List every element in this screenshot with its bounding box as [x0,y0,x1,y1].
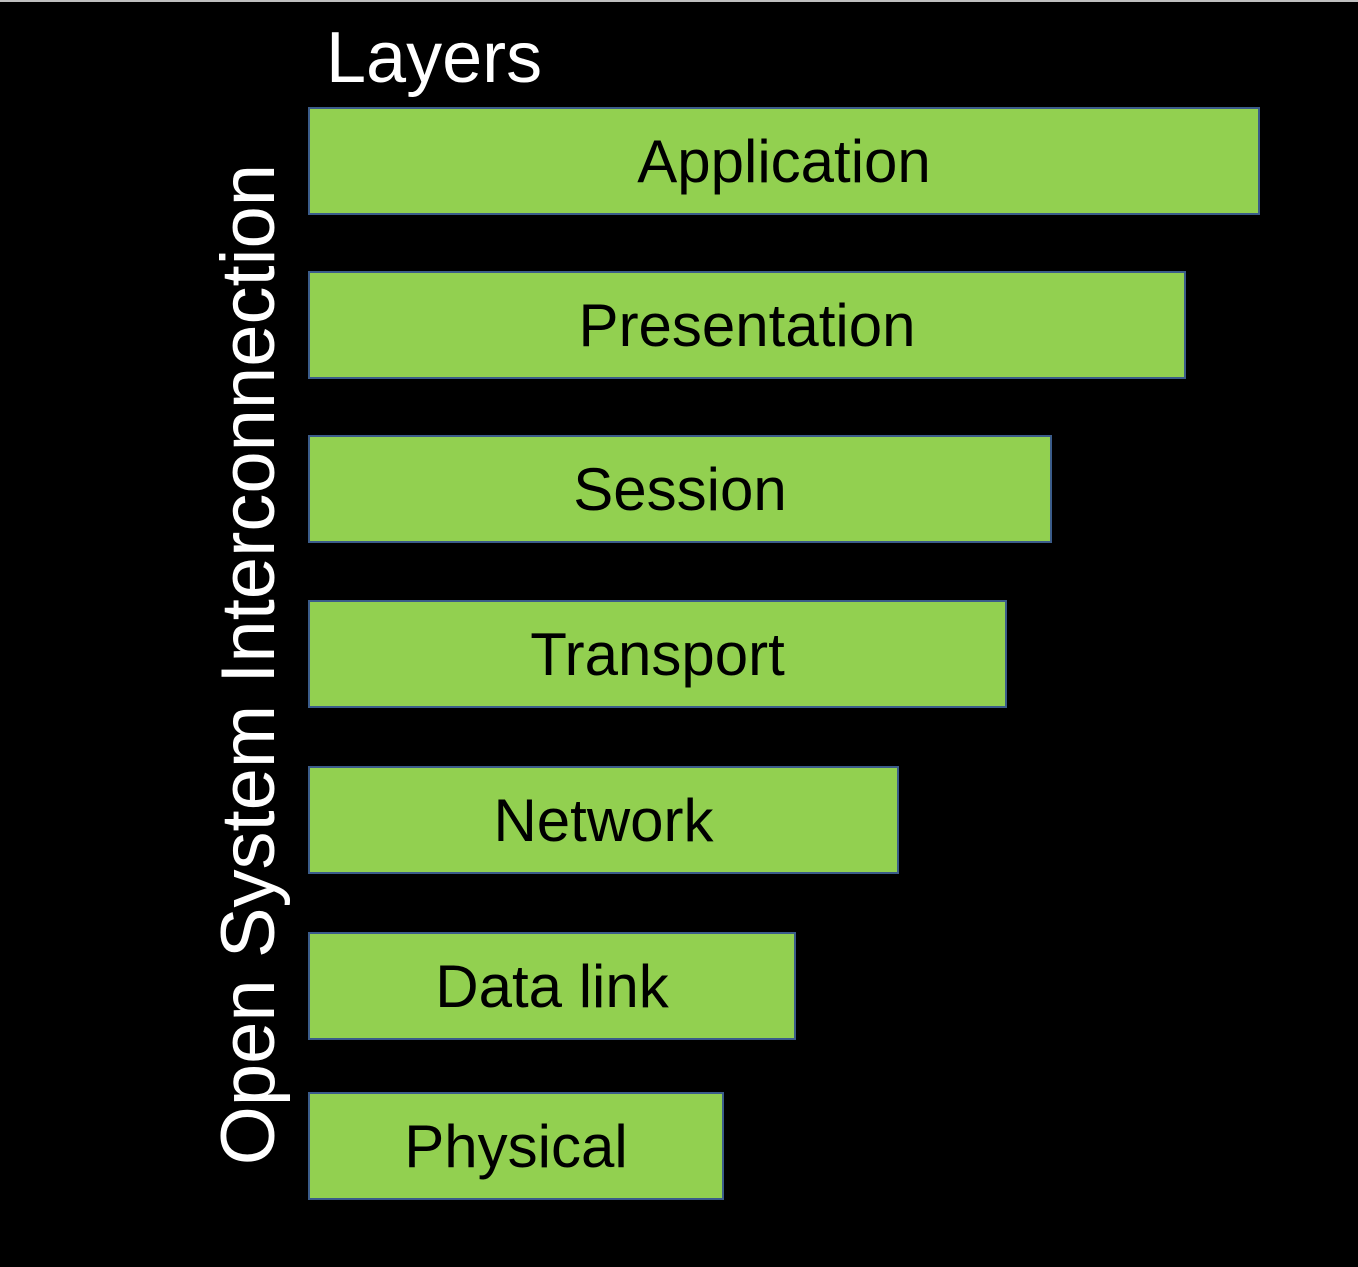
layer-bar-data-link: Data link [308,932,796,1040]
layer-label: Presentation [578,291,916,359]
layer-bar-transport: Transport [308,600,1007,708]
layer-label: Physical [404,1112,628,1180]
layer-label: Network [493,786,714,854]
layer-bar-application: Application [308,107,1260,215]
layer-label: Transport [530,620,785,688]
diagram-heading: Layers [326,18,543,98]
layer-label: Session [573,455,787,523]
layer-label: Application [637,127,931,195]
layer-bar-presentation: Presentation [308,271,1186,379]
top-divider [0,0,1358,2]
layer-bar-session: Session [308,435,1052,543]
layer-label: Data link [435,952,669,1020]
layer-bar-physical: Physical [308,1092,724,1200]
layer-bar-network: Network [308,766,899,874]
